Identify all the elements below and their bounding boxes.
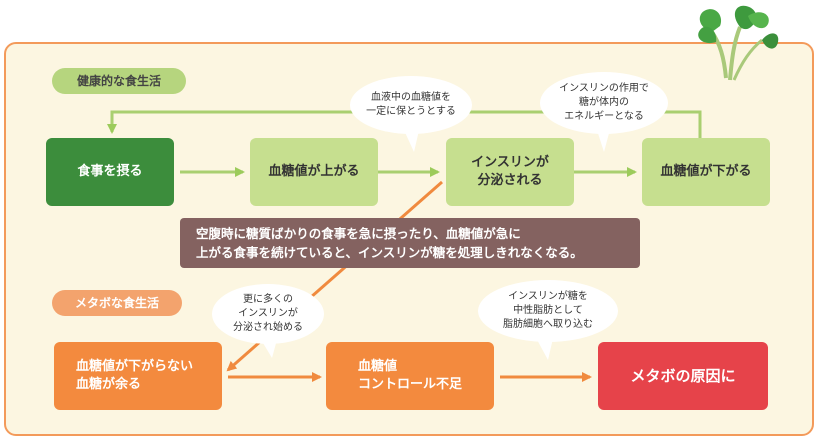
healthy-section-label: 健康的な食生活 <box>52 68 186 94</box>
box-sugar-down: 血糖値が下がる <box>642 138 770 206</box>
bubble-more-insulin: 更に多くの インスリンが 分泌され始める <box>212 284 324 344</box>
box-insulin: インスリンが 分泌される <box>446 138 574 206</box>
bubble-keep-level: 血液中の血糖値を 一定に保とうとする <box>350 76 472 134</box>
bubble-energy: インスリンの作用で 糖が体内の エネルギーとなる <box>540 72 668 134</box>
box-uncontrolled: 血糖値 コントロール不足 <box>326 342 494 410</box>
box-sugar-excess: 血糖値が下がらない 血糖が余る <box>54 342 222 410</box>
box-eat: 食事を摂る <box>46 138 174 206</box>
box-metabo-cause: メタボの原因に <box>598 342 768 410</box>
box-sugar-up: 血糖値が上がる <box>250 138 378 206</box>
metabo-section-label: メタボな食生活 <box>52 290 182 316</box>
bubble-fat-store: インスリンが糖を 中性脂肪として 脂肪細胞へ取り込む <box>478 280 618 342</box>
warning-note: 空腹時に糖質ばかりの食事を急に摂ったり、血糖値が急に 上がる食事を続けていると、… <box>180 218 640 268</box>
leafy-vegetable-icon <box>698 5 779 81</box>
